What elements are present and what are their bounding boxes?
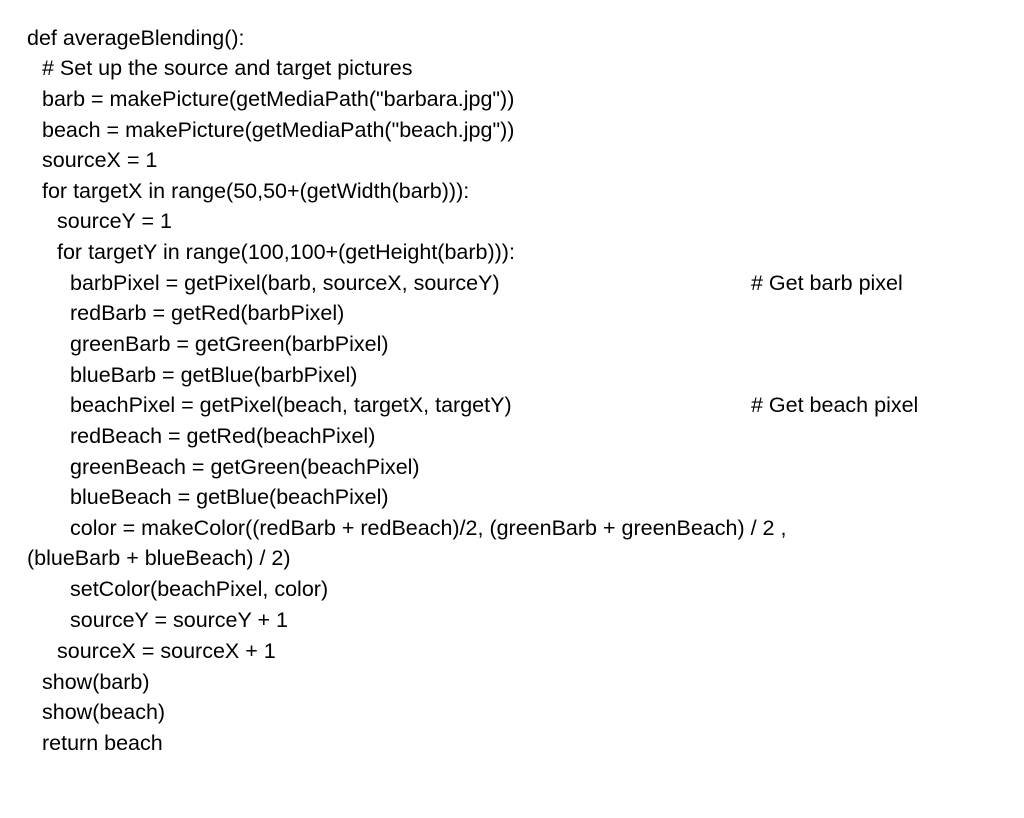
code-text: greenBarb = getGreen(barbPixel) xyxy=(70,332,389,356)
code-text: (blueBarb + blueBeach) / 2) xyxy=(27,546,291,570)
code-line-8: for targetY in range(100,100+(getHeight(… xyxy=(27,237,515,267)
code-slide: def averageBlending(): # Set up the sour… xyxy=(27,23,919,758)
code-line-6: for targetX in range(50,50+(getWidth(bar… xyxy=(27,176,469,206)
code-text: for targetY in range(100,100+(getHeight(… xyxy=(57,240,515,264)
code-text: beach = makePicture(getMediaPath("beach.… xyxy=(42,118,515,142)
code-text: greenBeach = getGreen(beachPixel) xyxy=(70,455,420,479)
code-comment: # Get barb pixel xyxy=(751,271,903,295)
code-text: show(barb) xyxy=(42,670,150,694)
code-line-22: show(barb) xyxy=(27,667,150,697)
code-text: redBarb = getRed(barbPixel) xyxy=(70,301,345,325)
code-line-18: (blueBarb + blueBeach) / 2) xyxy=(27,543,291,573)
code-text: blueBarb = getBlue(barbPixel) xyxy=(70,363,358,387)
code-line-15: greenBeach = getGreen(beachPixel) xyxy=(27,452,420,482)
code-text: sourceY = 1 xyxy=(57,209,172,233)
code-line-21: sourceX = sourceX + 1 xyxy=(27,636,276,666)
code-text: sourceX = 1 xyxy=(42,148,158,172)
code-line-23: show(beach) xyxy=(27,697,165,727)
code-text: blueBeach = getBlue(beachPixel) xyxy=(70,485,389,509)
code-line-19: setColor(beachPixel, color) xyxy=(27,574,328,604)
code-text: for targetX in range(50,50+(getWidth(bar… xyxy=(42,179,470,203)
code-line-9: barbPixel = getPixel(barb, sourceX, sour… xyxy=(27,268,903,298)
code-line-12: blueBarb = getBlue(barbPixel) xyxy=(27,360,357,390)
code-line-24: return beach xyxy=(27,728,163,758)
code-text: redBeach = getRed(beachPixel) xyxy=(70,424,376,448)
code-text: barb = makePicture(getMediaPath("barbara… xyxy=(42,87,515,111)
code-line-3: barb = makePicture(getMediaPath("barbara… xyxy=(27,84,514,114)
code-line-7: sourceY = 1 xyxy=(27,206,172,236)
code-text: # Set up the source and target pictures xyxy=(42,56,413,80)
code-line-5: sourceX = 1 xyxy=(27,145,157,175)
code-line-14: redBeach = getRed(beachPixel) xyxy=(27,421,375,451)
code-text: show(beach) xyxy=(42,700,166,724)
code-line-10: redBarb = getRed(barbPixel) xyxy=(27,298,344,328)
code-text: def averageBlending(): xyxy=(27,26,245,50)
code-line-16: blueBeach = getBlue(beachPixel) xyxy=(27,482,389,512)
code-text: sourceY = sourceY + 1 xyxy=(70,608,288,632)
code-line-1: def averageBlending(): xyxy=(27,23,245,53)
code-line-17: color = makeColor((redBarb + redBeach)/2… xyxy=(27,513,786,543)
code-comment: # Get beach pixel xyxy=(751,393,919,417)
code-text: sourceX = sourceX + 1 xyxy=(57,639,276,663)
code-line-11: greenBarb = getGreen(barbPixel) xyxy=(27,329,389,359)
code-text: barbPixel = getPixel(barb, sourceX, sour… xyxy=(70,271,500,295)
code-text: return beach xyxy=(42,731,163,755)
code-text: setColor(beachPixel, color) xyxy=(70,577,329,601)
code-line-2: # Set up the source and target pictures xyxy=(27,53,413,83)
code-text: beachPixel = getPixel(beach, targetX, ta… xyxy=(70,393,512,417)
code-text: color = makeColor((redBarb + redBeach)/2… xyxy=(70,516,787,540)
code-line-13: beachPixel = getPixel(beach, targetX, ta… xyxy=(27,390,918,420)
code-line-4: beach = makePicture(getMediaPath("beach.… xyxy=(27,115,514,145)
code-line-20: sourceY = sourceY + 1 xyxy=(27,605,288,635)
